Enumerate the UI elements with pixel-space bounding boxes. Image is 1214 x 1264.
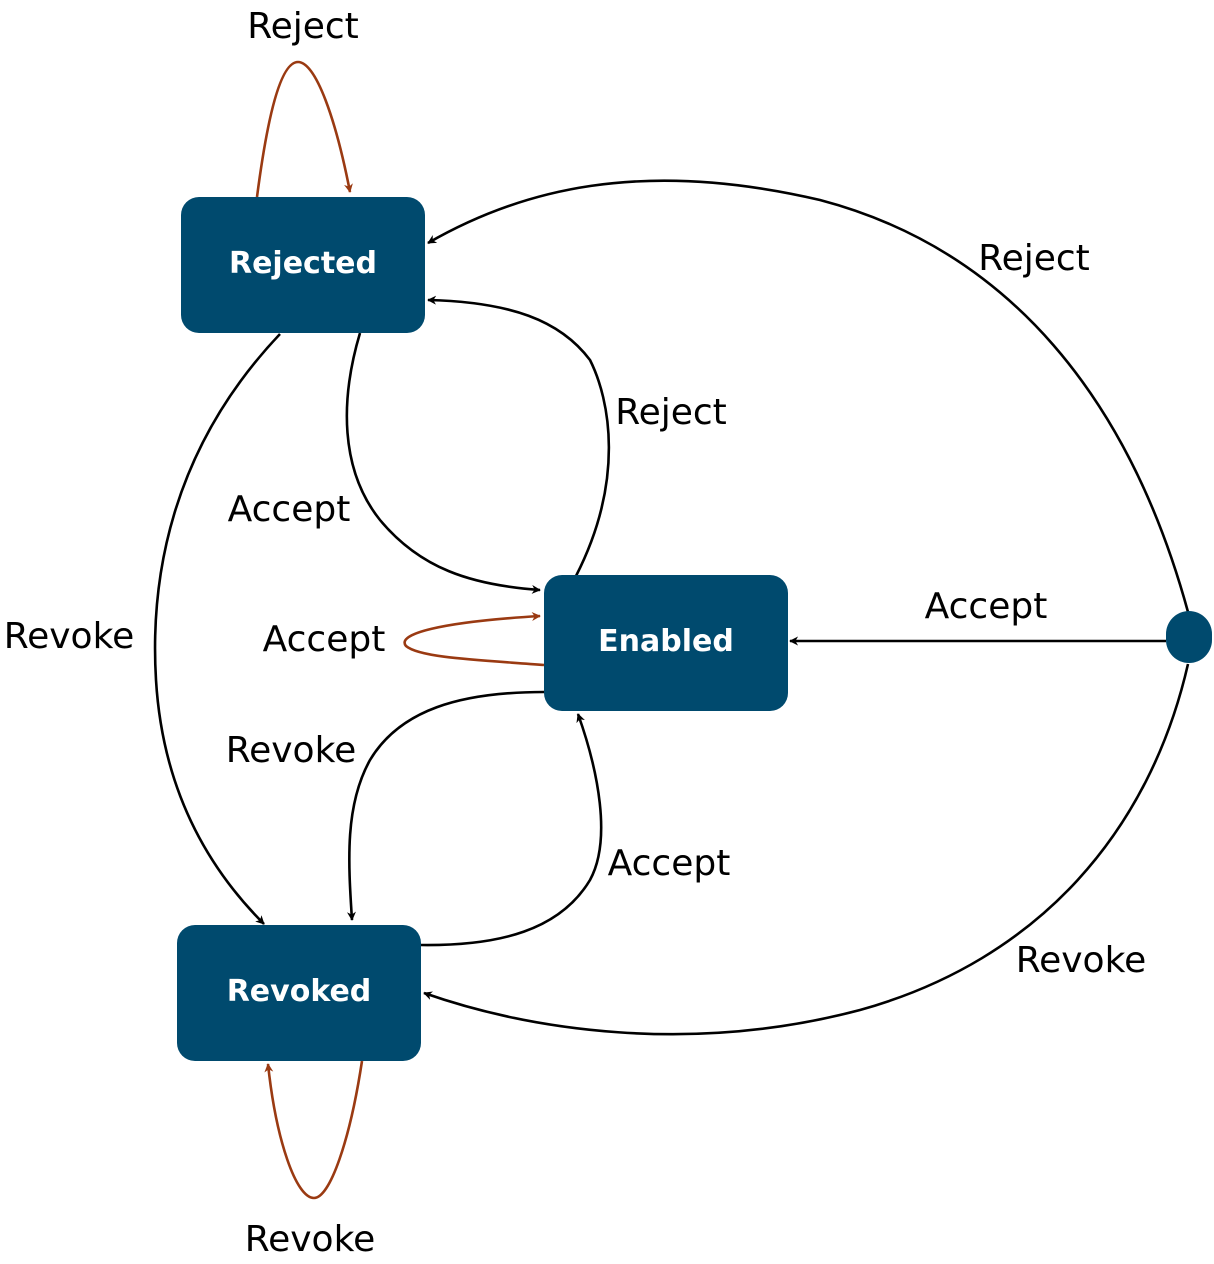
- state-enabled: Enabled: [544, 575, 788, 711]
- initial-state-marker: [1166, 611, 1212, 663]
- label-revoked-self-loop: Revoke: [245, 1219, 376, 1260]
- state-revoked: Revoked: [177, 925, 421, 1061]
- state-rejected: Rejected: [181, 197, 425, 333]
- edge-enabled-to-revoked: [346, 690, 545, 921]
- state-rejected-box: [181, 197, 425, 333]
- edge-enabled-to-rejected: [427, 295, 611, 577]
- transition-labels: Reject Reject Reject Accept Revoke Accep…: [4, 6, 1147, 1260]
- label-enabled-self-loop: Accept: [263, 619, 386, 660]
- label-rejected-self-loop: Reject: [247, 6, 359, 47]
- state-rejected-label: Rejected: [229, 246, 377, 281]
- label-initial-to-enabled: Accept: [925, 586, 1048, 627]
- edge-initial-to-revoked: [423, 663, 1190, 1036]
- state-enabled-label: Enabled: [598, 624, 734, 659]
- label-revoked-to-enabled: Accept: [608, 843, 731, 884]
- state-enabled-box: [544, 575, 788, 711]
- label-rejected-to-enabled: Accept: [228, 489, 351, 530]
- edge-rejected-to-revoked: [153, 333, 281, 925]
- edge-initial-to-rejected: [427, 179, 1190, 613]
- label-enabled-to-rejected: Reject: [615, 392, 727, 433]
- edge-revoked-self-loop: [264, 1060, 364, 1200]
- transition-edges: [153, 60, 1190, 1200]
- label-initial-to-rejected: Reject: [978, 238, 1090, 279]
- edge-revoked-to-enabled: [420, 713, 603, 947]
- edge-enabled-self-loop: [403, 611, 545, 667]
- label-initial-to-revoked: Revoke: [1016, 940, 1147, 981]
- edge-rejected-to-enabled: [345, 332, 541, 594]
- state-revoked-label: Revoked: [227, 974, 372, 1009]
- edge-rejected-self-loop: [255, 60, 353, 198]
- label-rejected-to-revoked: Revoke: [4, 616, 135, 657]
- label-enabled-to-revoked: Revoke: [226, 730, 357, 771]
- state-revoked-box: [177, 925, 421, 1061]
